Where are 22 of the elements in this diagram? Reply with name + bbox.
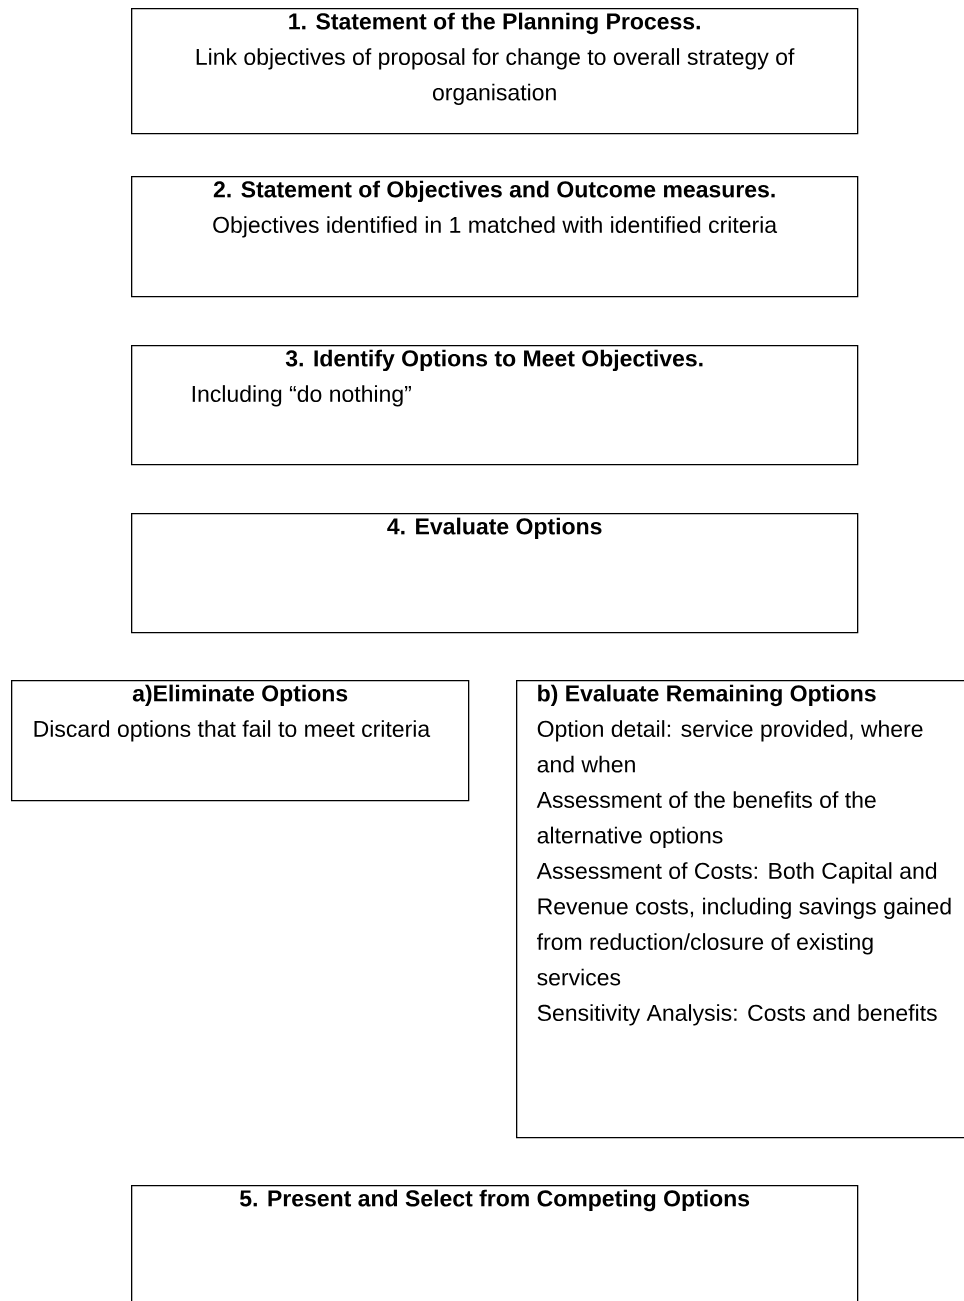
box-heading: 3. Identify Options to Meet Objectives. — [285, 349, 703, 372]
body-text: Including “do nothing” — [192, 385, 411, 407]
body-text: Assessment of the benefits of the alternative options — [536, 791, 876, 849]
box-heading: 4. Evaluate Options — [387, 517, 602, 540]
body-text: Assessment of Costs: Both Capital and Revenue costs, including savings gained from reduction/closure of existing services — [536, 862, 951, 986]
process-box — [131, 345, 859, 466]
process-box — [131, 1185, 859, 1301]
box-heading: 2. Statement of Objectives and Outcome measures. — [213, 180, 775, 203]
process-box — [131, 176, 859, 298]
body-text: Option detail: service provided, where and when — [537, 720, 923, 773]
body-text: Sensitivity Analysis: Costs and benefits — [537, 1004, 937, 1026]
process-box — [516, 680, 964, 1139]
box-heading: 1. Statement of the Planning Process. — [289, 12, 700, 35]
process-box — [131, 8, 859, 135]
process-box — [11, 680, 470, 802]
process-box — [131, 513, 859, 634]
box-heading: 5. Present and Select from Competing Options — [239, 1189, 750, 1212]
body-text: Objectives identified in 1 matched with identified criteria — [213, 216, 778, 238]
box-heading: b) Evaluate Remaining Options — [538, 684, 876, 707]
body-text: Discard options that fail to meet criteria — [34, 720, 431, 742]
body-text: Link objectives of proposal for change to overall strategy of organisation — [196, 48, 795, 106]
box-heading: a)Eliminate Options — [132, 684, 348, 707]
